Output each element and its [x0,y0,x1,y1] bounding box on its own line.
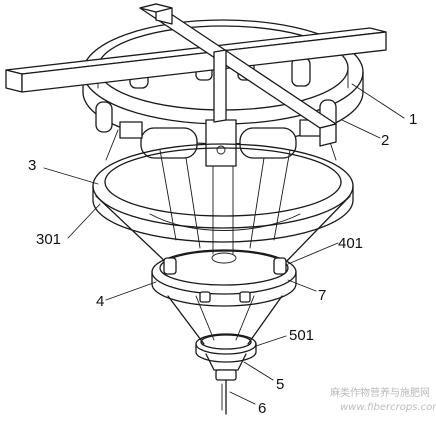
label-5: 5 [276,376,284,393]
label-301: 301 [36,231,61,248]
watermark-url: www.fibercrops.com [340,402,436,413]
cross-beam [5,3,387,147]
watermark: 麻类作物营养与施肥网 www.fibercrops.com [330,386,436,413]
small-ring [195,333,257,381]
part-labels: 1 2 3 301 401 4 7 501 5 6 [28,111,417,417]
label-6: 6 [258,400,266,417]
leader-lines [43,83,405,405]
label-7: 7 [318,287,326,304]
lower-cone [167,295,283,345]
spindle [221,379,227,415]
cone-body [95,149,351,267]
watermark-site-name: 麻类作物营养与施肥网 [330,386,430,399]
middle-ring [92,143,354,243]
label-4: 4 [96,293,104,310]
label-501: 501 [289,327,314,344]
lower-ring [151,249,297,307]
label-401: 401 [338,235,363,252]
label-2: 2 [381,132,389,149]
label-1: 1 [409,111,417,128]
label-3: 3 [28,157,36,174]
